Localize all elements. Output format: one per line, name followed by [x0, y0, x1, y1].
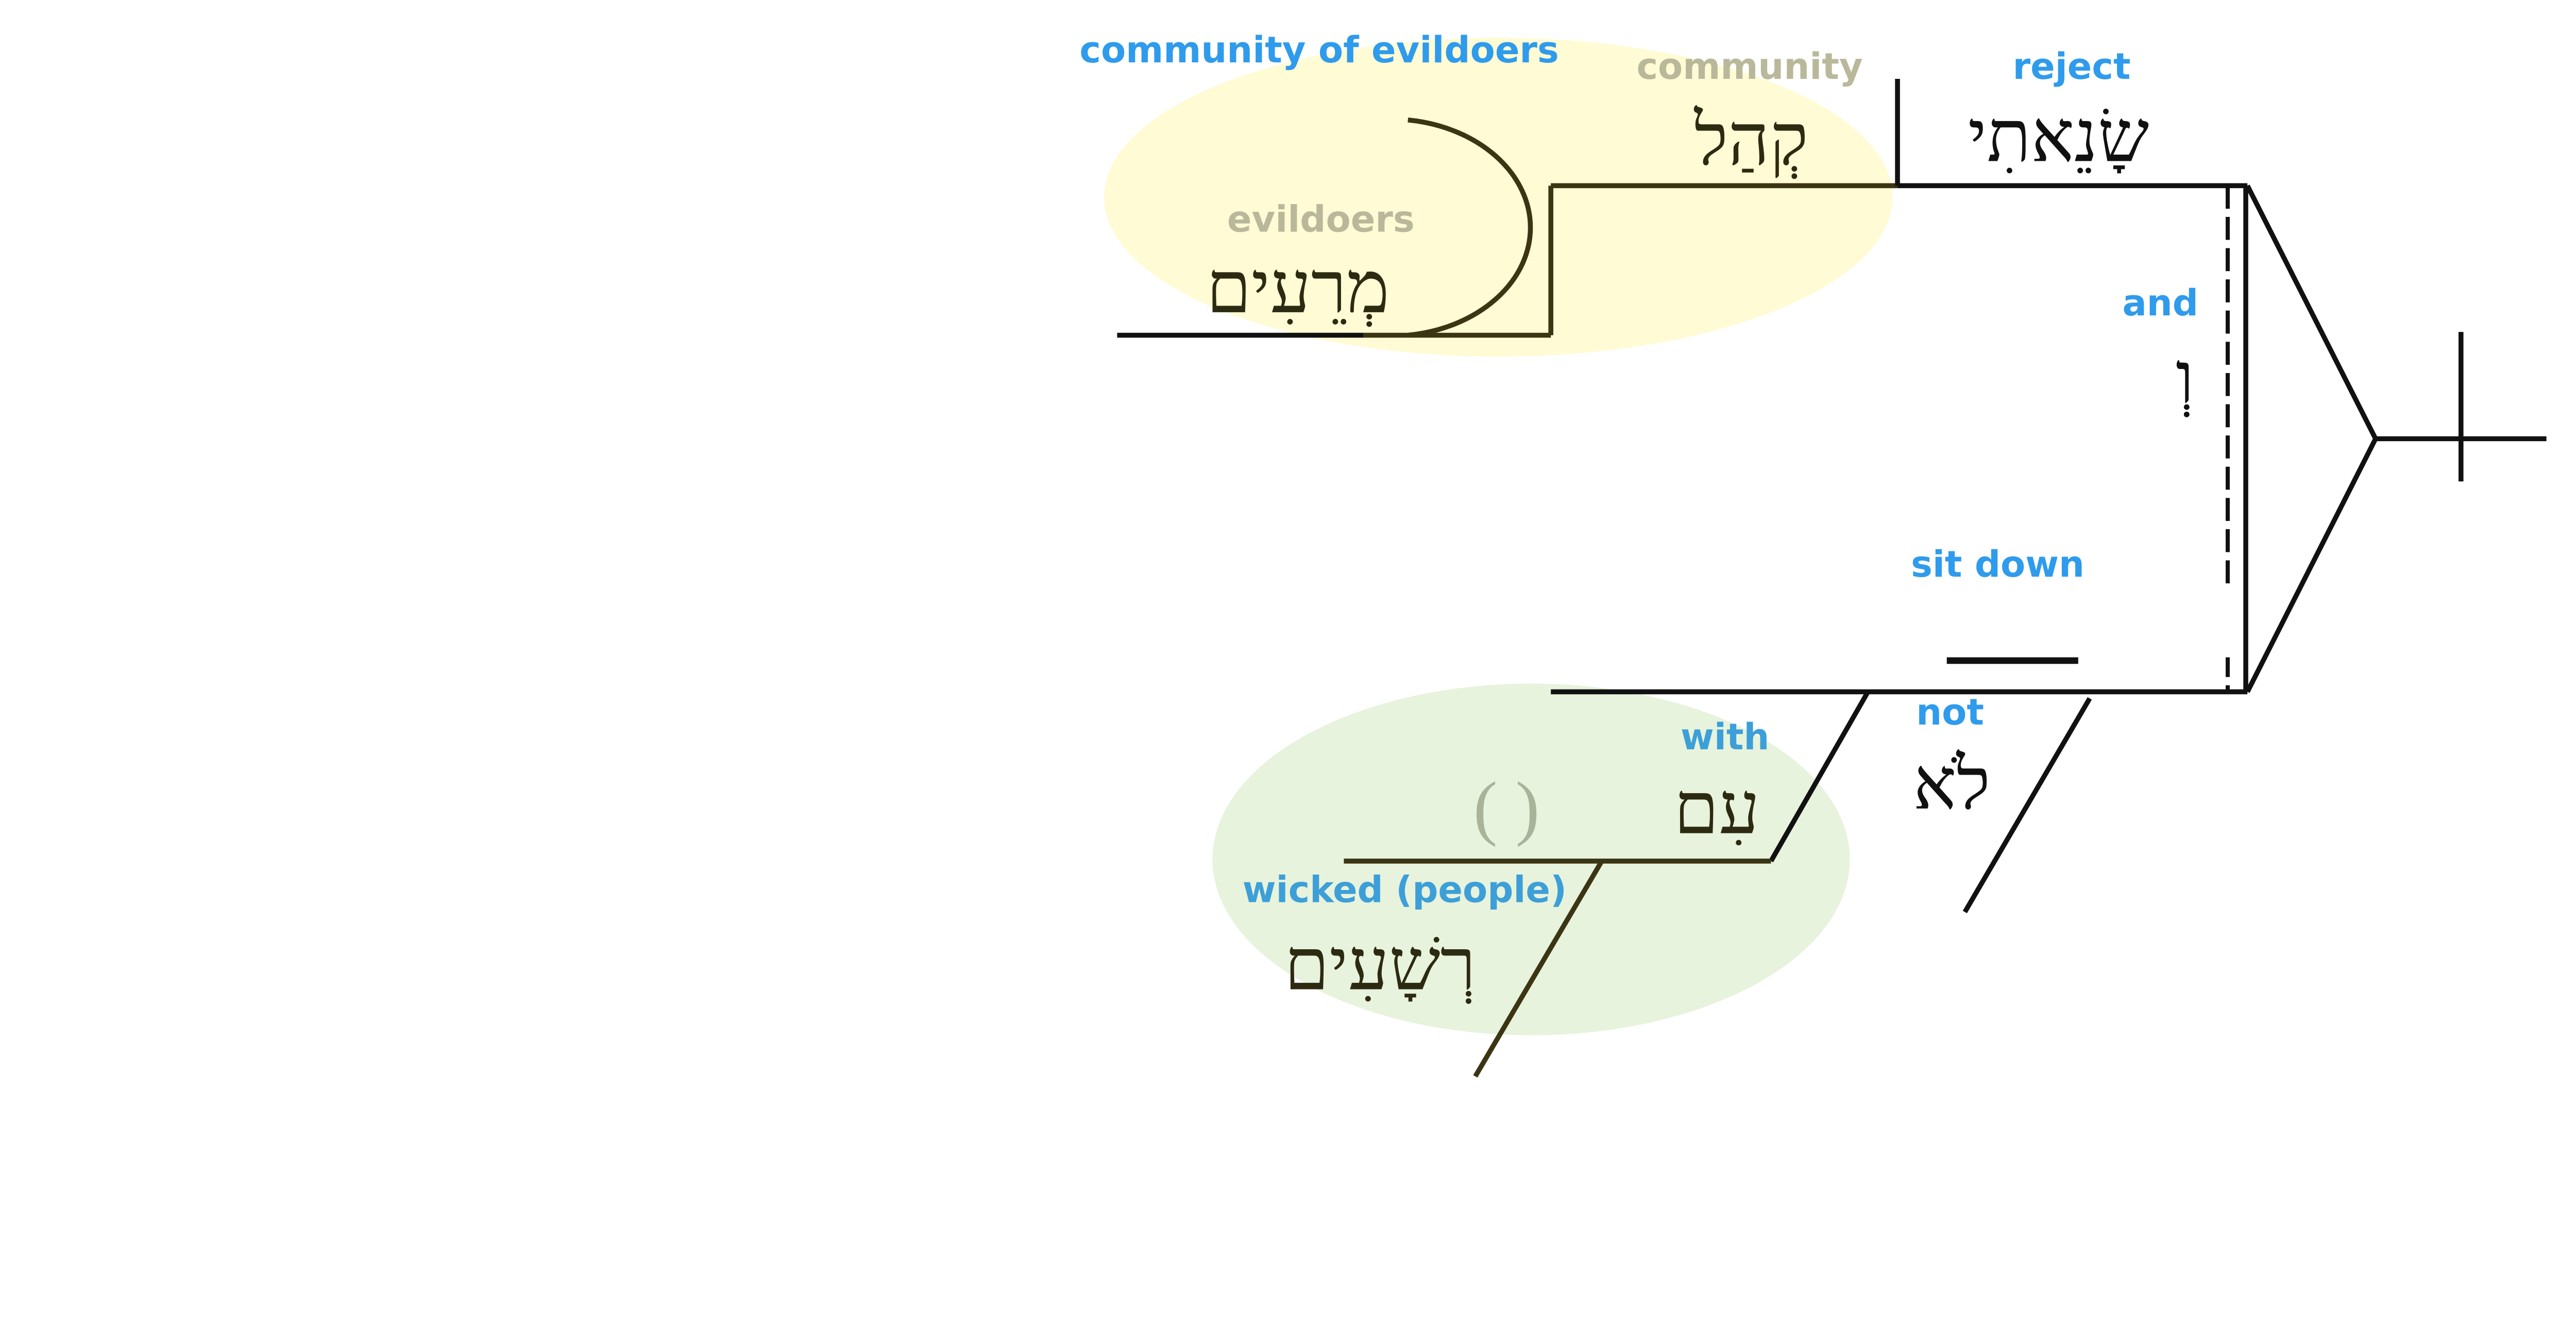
hebrew-evildoers: מְרֵעִים — [1206, 248, 1389, 328]
gloss-evildoers: evildoers — [1227, 198, 1415, 241]
gloss-and: and — [2122, 282, 2198, 324]
gloss-community: community — [1636, 45, 1862, 88]
hebrew-reject: שָׂנֵאתִי — [1968, 97, 2149, 177]
wicked-slant — [1473, 860, 1604, 1078]
phrase-label: community of evildoers — [1079, 29, 1558, 71]
hebrew-not: לֹא — [1913, 745, 1990, 825]
not-modifier-line — [1962, 697, 2092, 914]
highlight-community-of-evildoers — [1104, 38, 1893, 357]
hidden-word-mask — [1889, 585, 2243, 658]
implied-word-placeholder: ( ) — [1473, 768, 1540, 848]
gloss-with: with — [1681, 716, 1769, 758]
with-preposition-slant — [1769, 691, 1870, 863]
conjunction-chevron — [2245, 184, 2379, 693]
sentence-diagram: community of evildoers community קְהַל e… — [1079, 29, 2547, 1078]
hebrew-with: עִם — [1674, 769, 1760, 849]
gloss-reject: reject — [2013, 45, 2131, 88]
hebrew-and: וְ — [2176, 339, 2194, 418]
gloss-not: not — [1916, 691, 1984, 733]
gloss-wicked: wicked (people) — [1243, 869, 1567, 911]
hebrew-community: קְהַל — [1694, 100, 1808, 180]
hidden-word-fragment — [1946, 657, 2078, 664]
construct-arc — [1408, 117, 1533, 338]
hebrew-wicked: רְשָׁעִים — [1284, 926, 1476, 1005]
gloss-sit-down: sit down — [1911, 543, 2084, 585]
